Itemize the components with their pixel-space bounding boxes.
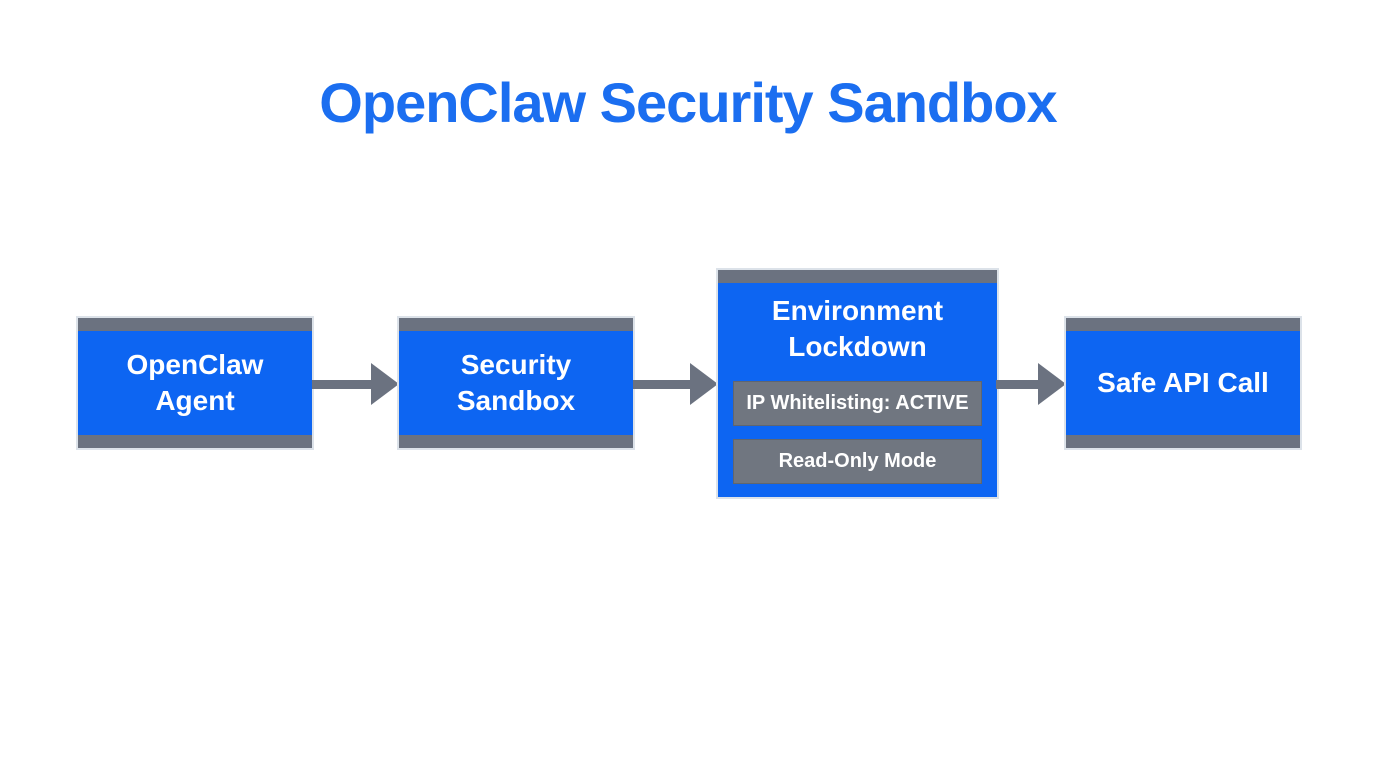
arrow-shaft bbox=[312, 379, 371, 389]
status-badge-ip-whitelisting: IP Whitelisting: ACTIVE bbox=[733, 381, 982, 426]
flow-arrow-icon bbox=[996, 363, 1066, 405]
arrow-shaft bbox=[996, 379, 1038, 389]
node-openclaw-agent: OpenClaw Agent bbox=[78, 318, 312, 448]
node-label: OpenClaw Agent bbox=[127, 347, 264, 419]
arrow-head bbox=[690, 363, 718, 405]
node-safe-api-call: Safe API Call bbox=[1066, 318, 1300, 448]
status-badge-read-only-mode: Read-Only Mode bbox=[733, 439, 982, 484]
node-label-line: Agent bbox=[155, 385, 235, 416]
node-label-line: OpenClaw bbox=[126, 349, 264, 380]
arrow-shaft bbox=[633, 379, 690, 389]
flow-arrow-icon bbox=[633, 363, 718, 405]
node-label-line: Lockdown bbox=[788, 331, 927, 362]
node-label: Safe API Call bbox=[1097, 365, 1269, 401]
flow-arrow-icon bbox=[312, 363, 399, 405]
node-label-line: Safe API Call bbox=[1097, 367, 1269, 398]
node-label-line: Environment bbox=[771, 295, 944, 326]
node-label: Security Sandbox bbox=[457, 347, 575, 419]
page-title: OpenClaw Security Sandbox bbox=[319, 71, 1057, 134]
node-label-line: Security bbox=[460, 349, 572, 380]
arrow-head bbox=[1038, 363, 1066, 405]
node-label-line: Sandbox bbox=[456, 385, 576, 416]
arrow-head bbox=[371, 363, 399, 405]
node-security-sandbox: Security Sandbox bbox=[399, 318, 633, 448]
node-environment-lockdown: Environment Lockdown IP Whitelisting: AC… bbox=[718, 270, 997, 497]
node-label: Environment Lockdown bbox=[772, 293, 943, 365]
